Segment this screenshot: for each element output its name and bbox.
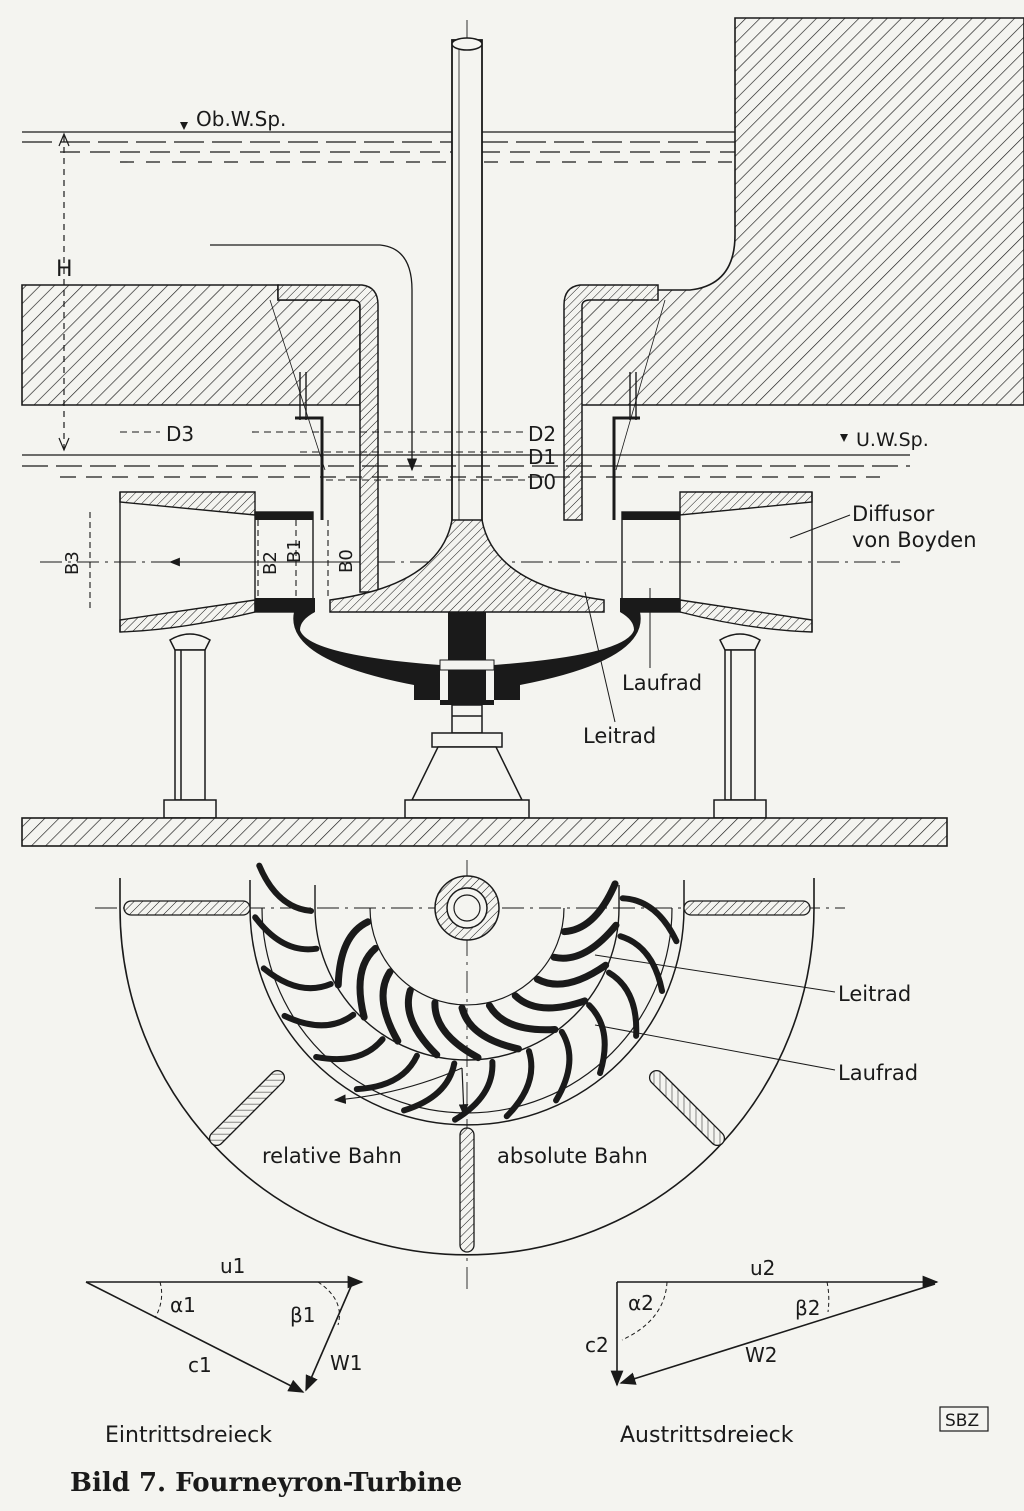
guide-vane [511,992,589,1012]
source-badge: SBZ [945,1411,979,1431]
inlet-triangle [85,1275,364,1393]
leitrad-side-label: Leitrad [583,724,656,748]
outlet-triangle-label: Austrittsdreieck [620,1423,794,1448]
diffusor-label-line1: Diffusor [852,502,935,526]
runner-blade [451,1058,496,1123]
c2-label: c2 [585,1333,609,1357]
left-floor-slab [21,284,361,406]
w2-label: W2 [745,1343,778,1367]
guide-vane [379,968,402,1045]
inflow-arrow [210,244,418,472]
absolute-path-arrow [458,1067,469,1117]
guide-housing-left [277,284,379,593]
runner-blade [313,1036,386,1063]
alpha2-label: α2 [628,1291,654,1315]
runner-blade [617,933,666,994]
head-dimension [58,132,70,452]
guide-vane [458,1004,522,1053]
runner-disk [255,598,680,705]
guide-vane [334,918,372,989]
u1-label: u1 [220,1254,245,1278]
shaft-top [451,37,483,51]
guide-vanes [334,880,620,1062]
beta1-label: β1 [290,1303,316,1327]
upper-water-surface [22,131,735,163]
runner-blade [353,1052,420,1093]
relative-path-arrow [333,1067,463,1104]
upper-water-label: Ob.W.Sp. [196,107,286,131]
alpha1-label: α1 [170,1293,196,1317]
guide-vane [550,921,620,962]
b1-label: B1 [284,539,305,563]
leitrad-plan-label: Leitrad [838,982,911,1006]
figure-caption: Bild 7. Fourneyron-Turbine [70,1468,462,1498]
outer-casing-arc [119,878,815,1256]
guide-vane [404,986,441,1059]
hub-cone [329,519,605,613]
outlet-triangle [610,1275,939,1387]
laufrad-plan-label: Laufrad [838,1061,918,1085]
guide-housing-right [563,284,659,521]
relative-path-label: relative Bahn [262,1144,402,1168]
d2-label: D2 [528,422,556,446]
head-label: H [56,257,73,282]
inlet-triangle-label: Eintrittsdreieck [105,1423,272,1448]
runner-blade [586,1002,608,1077]
guide-vane [485,1001,559,1034]
runner-blade [256,862,315,914]
runner-blade [252,914,320,953]
runner-blade [401,1060,458,1114]
runner-blade [605,969,640,1039]
plan-view: relative Bahn absolute Bahn Leitrad Lauf… [95,860,918,1290]
u2-label: u2 [750,1256,775,1280]
b2-label: B2 [260,551,281,575]
bearing-stand [404,704,530,819]
laufrad-side-label: Laufrad [622,671,702,695]
width-dimensions [89,512,329,612]
d3-label: D3 [166,422,194,446]
lower-water-label: U.W.Sp. [856,429,929,451]
runner-blade [260,965,334,992]
beta2-label: β2 [795,1296,821,1320]
w1-label: W1 [330,1351,363,1375]
source-badge-frame [939,1406,989,1432]
right-wall [574,17,1024,406]
absolute-path-label: absolute Bahn [497,1144,648,1168]
lower-water-marker [840,434,848,442]
b0-label: B0 [336,549,357,573]
runner-blade [281,1011,357,1029]
elevation-view: Ob.W.Sp. H [21,17,1024,847]
guide-vane [533,961,610,988]
diffusor-label-line2: von Boyden [852,528,977,552]
runner-blade [553,1028,573,1104]
ground-slab [21,817,948,847]
runner-blades [252,862,680,1123]
d1-label: D1 [528,445,556,469]
runner-outer-arc [249,880,685,1126]
guide-outer-arc [314,885,620,1061]
b3-label: B3 [62,551,83,575]
c1-label: c1 [188,1353,212,1377]
gate-rods [269,299,666,520]
diameter-dimensions [120,431,525,481]
support-columns [163,633,767,819]
runner-blade [619,895,680,945]
d0-label: D0 [528,470,556,494]
lower-water-surface [22,454,910,478]
guide-inner-arc [369,907,565,1006]
upper-water-marker [180,122,188,130]
guide-vane [431,999,482,1062]
guide-vane [560,880,619,936]
runner-blade [503,1048,535,1120]
guide-vane [356,944,379,1021]
diffusor-struts [123,900,811,1253]
